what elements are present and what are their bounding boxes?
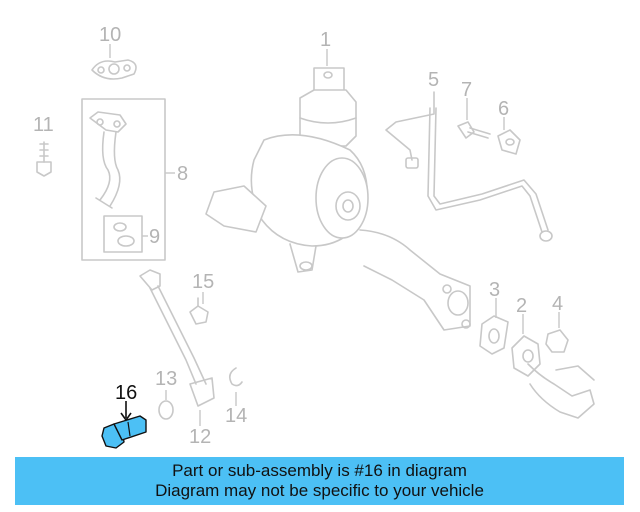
callout-3: 3: [489, 279, 500, 301]
oil-return-pipe-part: [139, 269, 215, 407]
callout-6: 6: [498, 98, 509, 120]
nut-part: [545, 329, 569, 353]
bolt-part: [457, 121, 491, 139]
callout-15: 15: [192, 271, 214, 293]
assembly-frame: [81, 98, 166, 261]
oil-feed-pipe-part: [89, 111, 127, 209]
callout-8: 8: [177, 163, 188, 185]
gasket-part: [479, 315, 509, 355]
callout-9: 9: [149, 226, 160, 248]
callout-5: 5: [428, 69, 439, 91]
callout-4: 4: [552, 293, 563, 315]
callout-7: 7: [461, 79, 472, 101]
fitting-part: [497, 129, 521, 155]
callout-11: 11: [33, 114, 54, 136]
bolt-part: [189, 297, 209, 325]
turbocharger-part: [205, 67, 471, 331]
sensor-line-part: [385, 91, 553, 242]
parts-diagram: 1 2 3 4 5 6 7 8 9 10 11 12 13 14 15 16: [33, 24, 595, 449]
callout-13: 13: [155, 368, 177, 390]
callout-1: 1: [320, 29, 331, 51]
callout-14: 14: [225, 405, 247, 427]
gasket-part: [91, 59, 137, 80]
gasket-part: [103, 215, 143, 253]
exhaust-pipe-part: [511, 335, 595, 419]
o-ring-part: [158, 400, 174, 420]
info-banner: Part or sub-assembly is #16 in diagram D…: [15, 457, 624, 505]
banner-line-2: Diagram may not be specific to your vehi…: [155, 481, 484, 500]
highlighted-banjo-bolt[interactable]: [101, 415, 147, 449]
callout-12: 12: [189, 426, 211, 448]
banner-line-1: Part or sub-assembly is #16 in diagram: [172, 461, 467, 480]
clip-part: [228, 367, 243, 387]
callout-2: 2: [516, 295, 527, 317]
callout-10: 10: [99, 24, 121, 46]
callout-16-selected: 16: [115, 382, 137, 404]
bolt-part: [36, 141, 52, 177]
